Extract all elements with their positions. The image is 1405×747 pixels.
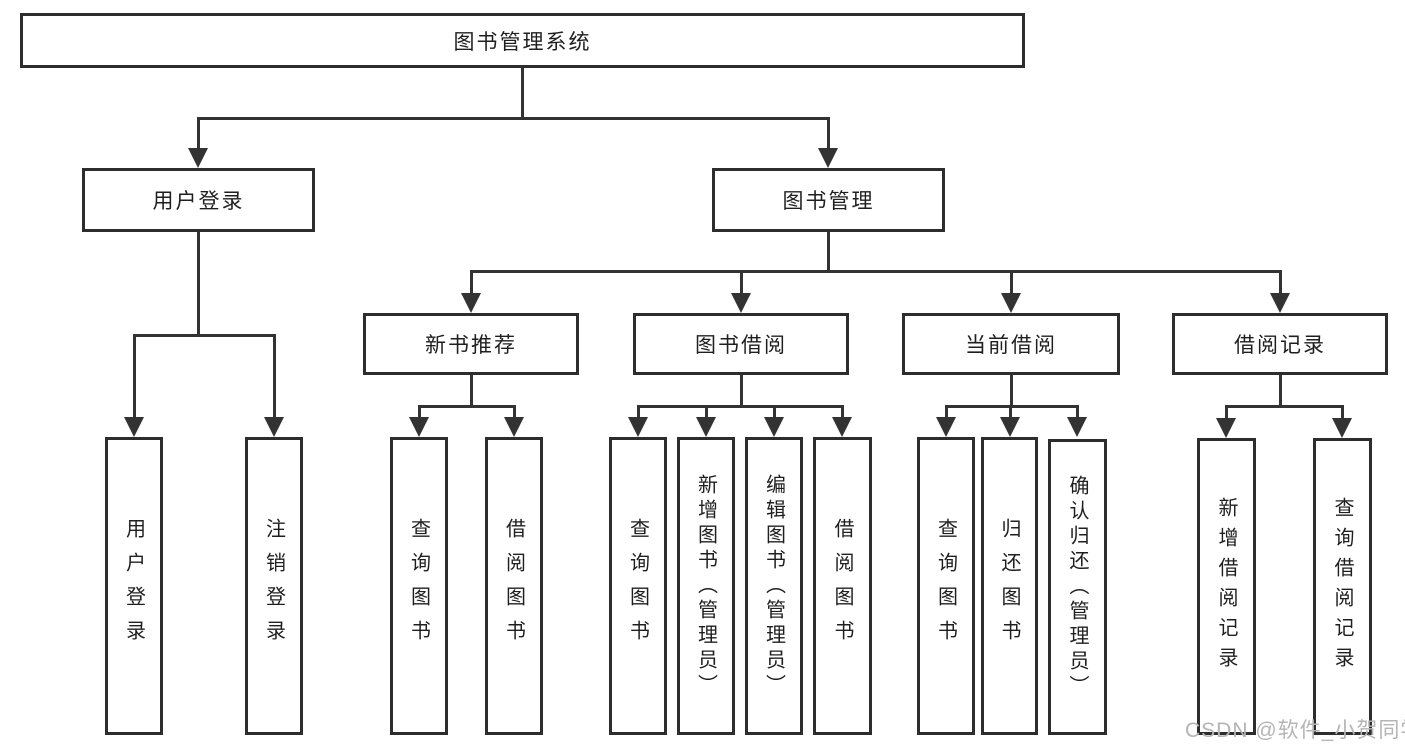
arrow-down-icon <box>936 417 956 437</box>
node-borrowing-records-label: 借阅记录 <box>1234 334 1326 357</box>
connector-line-horizontal <box>417 404 516 408</box>
leaf-user-login-label: 用户登录 <box>122 518 145 654</box>
arrow-down-icon <box>461 293 481 313</box>
connector-line-vertical <box>704 406 708 423</box>
node-user-login-label: 用户登录 <box>152 190 245 213</box>
arrow-down-icon <box>764 417 784 437</box>
connector-line-vertical <box>132 335 136 423</box>
arrow-down-icon <box>832 417 852 437</box>
arrow-down-icon <box>731 293 751 313</box>
leaf-return-books-label: 归还图书 <box>998 518 1020 654</box>
leaf-edit-book-admin-label: 编辑图书（管理员） <box>762 473 785 699</box>
connector-line-vertical <box>739 271 743 299</box>
connector-line-vertical <box>840 406 844 423</box>
arrow-down-icon <box>1001 293 1021 313</box>
arrow-down-icon <box>124 417 144 437</box>
connector-line-horizontal <box>132 333 276 337</box>
leaf-query-books-3-label: 查询图书 <box>934 518 957 654</box>
node-new-book-recommend-label: 新书推荐 <box>425 334 517 357</box>
connector-line-horizontal <box>196 116 830 120</box>
arrow-down-icon <box>696 417 716 437</box>
connector-line-vertical <box>772 406 776 423</box>
leaf-borrow-books-2-label: 借阅图书 <box>831 518 853 654</box>
leaf-query-borrow-record: 查询借阅记录 <box>1313 438 1372 735</box>
connector-line-vertical <box>1340 406 1344 424</box>
connector-line-horizontal <box>469 269 1282 273</box>
arrow-down-icon <box>264 417 284 437</box>
connector-line-vertical <box>1278 375 1282 408</box>
arrow-down-icon <box>1216 418 1236 438</box>
node-current-borrowing-label: 当前借阅 <box>965 334 1057 357</box>
connector-line-vertical <box>944 406 948 423</box>
arrow-down-icon <box>628 417 648 437</box>
arrow-down-icon <box>818 148 838 168</box>
leaf-query-books-1-label: 查询图书 <box>407 518 430 654</box>
connector-line-vertical <box>1009 375 1013 408</box>
arrow-down-icon <box>504 417 524 437</box>
connector-line-vertical <box>272 335 276 423</box>
arrow-down-icon <box>188 148 208 168</box>
connector-line-vertical <box>1224 406 1228 424</box>
leaf-add-book-admin-label: 新增图书（管理员） <box>694 473 717 699</box>
connector-line-horizontal <box>1224 404 1344 408</box>
node-book-management: 图书管理 <box>712 168 945 232</box>
leaf-borrow-books-1: 借阅图书 <box>485 437 543 735</box>
leaf-user-login: 用户登录 <box>105 437 163 735</box>
node-current-borrowing: 当前借阅 <box>902 313 1120 375</box>
connector-line-vertical <box>1278 271 1282 299</box>
leaf-query-books-2: 查询图书 <box>609 437 667 735</box>
leaf-add-borrow-record: 新增借阅记录 <box>1197 438 1256 735</box>
node-root-label: 图书管理系统 <box>453 30 592 54</box>
leaf-logout-label: 注销登录 <box>262 518 285 654</box>
leaf-confirm-return-admin: 确认归还（管理员） <box>1048 439 1107 735</box>
watermark: CSDN @软件_小贺同学 <box>1185 719 1405 742</box>
leaf-add-book-admin: 新增图书（管理员） <box>677 437 735 735</box>
node-root: 图书管理系统 <box>20 13 1025 68</box>
node-book-management-label: 图书管理 <box>782 190 875 213</box>
leaf-query-borrow-record-label: 查询借阅记录 <box>1331 496 1353 677</box>
connector-line-vertical <box>826 232 830 273</box>
connector-line-horizontal <box>636 404 844 408</box>
arrow-down-icon <box>409 417 429 437</box>
node-user-login: 用户登录 <box>82 168 315 232</box>
leaf-query-books-3: 查询图书 <box>917 437 975 735</box>
leaf-confirm-return-admin-label: 确认归还（管理员） <box>1066 474 1088 700</box>
connector-line-vertical <box>636 406 640 423</box>
arrow-down-icon <box>1067 417 1087 437</box>
connector-line-vertical <box>196 232 200 337</box>
leaf-return-books: 归还图书 <box>981 437 1038 735</box>
leaf-query-books-1: 查询图书 <box>390 437 448 735</box>
connector-line-vertical <box>826 118 830 154</box>
connector-line-vertical <box>1075 406 1079 423</box>
connector-line-vertical <box>739 375 743 408</box>
node-book-borrowing-label: 图书借阅 <box>695 334 787 357</box>
arrow-down-icon <box>1000 417 1020 437</box>
connector-line-vertical <box>1008 406 1012 423</box>
leaf-borrow-books-1-label: 借阅图书 <box>502 518 525 654</box>
connector-line-vertical <box>512 406 516 423</box>
connector-line-vertical <box>196 118 200 154</box>
node-new-book-recommend: 新书推荐 <box>363 313 579 375</box>
leaf-logout: 注销登录 <box>245 437 303 735</box>
arrow-down-icon <box>1332 418 1352 438</box>
connector-line-vertical <box>1009 271 1013 299</box>
leaf-add-borrow-record-label: 新增借阅记录 <box>1215 496 1237 677</box>
leaf-borrow-books-2: 借阅图书 <box>813 437 872 735</box>
connector-line-vertical <box>469 271 473 299</box>
node-book-borrowing: 图书借阅 <box>633 313 849 375</box>
leaf-query-books-2-label: 查询图书 <box>626 518 649 654</box>
connector-line-vertical <box>520 68 524 120</box>
connector-line-horizontal <box>944 404 1079 408</box>
connector-line-vertical <box>469 375 473 408</box>
node-borrowing-records: 借阅记录 <box>1172 313 1388 375</box>
leaf-edit-book-admin: 编辑图书（管理员） <box>745 437 803 735</box>
connector-line-vertical <box>417 406 421 423</box>
arrow-down-icon <box>1270 293 1290 313</box>
